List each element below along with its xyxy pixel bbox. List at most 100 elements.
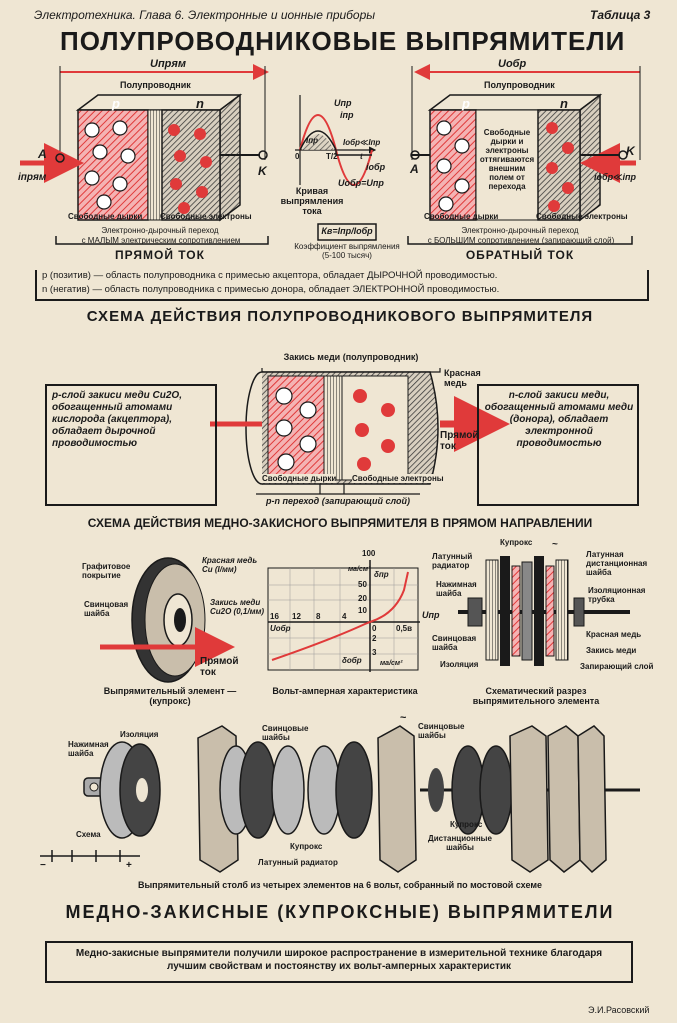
curve-caption: Кривая выпрямления тока [280,186,344,216]
forward-p-label: p [112,96,120,111]
curve-upr-label: Uпр [334,98,352,108]
graph-caption: Вольт-амперная характеристика [272,686,418,696]
graph-y-tick: 50 [358,580,367,589]
forward-holes-label: Свободные дырки [68,212,143,221]
curve-ipr-label: iпр [340,110,354,120]
section-blocking: Запирающий слой [580,662,654,671]
section-brass-spacer: Латунная дистанционная шайба [586,550,648,577]
graph-ma-cm2-bottom: ма/см² [380,660,403,667]
graph-top-100: 100 [362,549,376,558]
stack-press-washer: Нажимная шайба [68,740,109,758]
section-lead-washer: Свинцовая шайба [432,634,477,652]
stack-minus: − [40,860,46,871]
coef-line1: Коэффициент выпрямления [294,242,400,251]
scheme1-title: СХЕМА ДЕЙСТВИЯ ПОЛУПРОВОДНИКОВОГО ВЫПРЯМ… [86,308,594,325]
graph-y-tick: 2 [372,634,377,643]
bottom-title: МЕДНО-ЗАКИСНЫЕ (КУПРОКСНЫЕ) ВЫПРЯМИТЕЛИ [65,902,615,922]
reverse-block [407,64,641,245]
graph-y-tick: 10 [358,606,367,615]
curve-iobr-ll-label: Iобр≪Iпр [343,138,381,147]
stack-tilde: ~ [400,712,407,724]
section-kuprox: Купрокс [500,538,533,547]
section-drawing [458,556,630,666]
section-brass-radiator: Латунный радиатор [432,552,473,570]
forward-voltage-label: Uпрям [150,58,186,70]
stack-spacer: Дистанционные шайбы [428,834,492,852]
legend-n: n (негатив) — область полупроводника с п… [42,284,500,295]
page-title: ПОЛУПРОВОДНИКОВЫЕ ВЫПРЯМИТЕЛИ [60,26,626,56]
graph-x-tick: 0 [372,624,377,633]
forward-junction-line2: с МАЛЫМ электрическим сопротивлением [81,236,241,245]
section-press-washer: Нажимная шайба [436,580,477,598]
reverse-semiconductor-label: Полупроводник [484,80,555,90]
section-insulation: Изоляция [440,660,479,669]
reverse-electrons-label: Свободные электроны [536,212,628,221]
cuprox-disc [100,557,235,683]
scheme2-title: СХЕМА ДЕЙСТВИЯ МЕДНО-ЗАКИСНОГО ВЫПРЯМИТЕ… [87,516,593,530]
reverse-holes-label: Свободные дырки [424,212,499,221]
scheme1-pn: p-n переход (запирающий слой) [266,496,410,506]
footer-note: Медно-закисные выпрямители получили широ… [75,948,603,972]
rectification-curve [295,95,377,186]
graph-delta-obr: δобр [342,656,362,665]
curve-Ipr-label: Iпр [306,136,318,145]
element-red-copper: Красная медь Cu (I/мм) [202,556,258,574]
element-graphite: Графитовое покрытие [82,562,131,580]
reverse-current-label: iобр≪iпр [594,172,636,182]
forward-electrons-label: Свободные электроны [160,212,252,221]
scheme1-forward: Прямой ток [440,430,479,452]
author-signature: Э.И.Расовский [588,1005,650,1015]
reverse-voltage-label: Uобр [498,58,527,70]
stack-lead-washers-1: Свинцовые шайбы [262,724,309,742]
reverse-junction-line1: Электронно-дырочный переход [461,226,579,235]
reverse-terminal-a: A [410,162,419,176]
element-lead: Свинцовая шайба [84,600,129,618]
section-red-copper: Красная медь [586,630,642,639]
scheme1-red-copper: Красная медь [444,368,481,388]
graph-x-tick: 12 [292,612,301,621]
scheme1-right-text: n-слой закиси меди, обогащенный атомами … [484,390,634,449]
vi-graph [267,560,420,672]
scheme1-holes: Свободные дырки [262,474,337,483]
coef-line2: (5-100 тысяч) [322,251,372,260]
graph-y-tick: 20 [358,594,367,603]
stack-brass-radiator: Латунный радиатор [258,858,338,867]
forward-n-label: n [196,96,204,111]
stack-insulation: Изоляция [120,730,159,739]
section-caption: Схематический разрез выпрямительного эле… [472,686,600,706]
curve-uobr-label: Uобр=Uпр [338,178,384,188]
scheme1-electrons: Свободные электроны [352,474,444,483]
curve-half-t: T/2 [326,152,338,161]
stack-kuprox-2: Купрокс [450,820,483,829]
graph-x-tick: 8 [316,612,321,621]
stack-plus: + [126,860,132,871]
forward-junction-line1: Электронно-дырочный переход [101,226,219,235]
header-left: Электротехника. Глава 6. Электронные и и… [34,8,376,22]
scheme1-top-label: Закись меди (полупроводник) [283,352,419,362]
section-tilde: ~ [552,539,558,550]
graph-y-tick: 3 [372,648,377,657]
rectification-formula: Кв=Iпр/Iобр [321,226,373,236]
reverse-inner-text: Свободные дырки и электроны оттягиваются… [479,128,535,191]
graph-x-tick: 4 [342,612,347,621]
element-oxide: Закись меди Cu2O (0,1/мм) [210,598,265,616]
reverse-terminal-k: K [626,144,635,158]
forward-caption: ПРЯМОЙ ТОК [115,248,205,262]
scheme1-left-text: p-слой закиси меди Cu2O, обогащенный ато… [52,390,182,449]
section-copper-oxide: Закись меди [586,646,637,655]
graph-u-pr: Uпр [422,610,440,620]
curve-zero: 0 [295,152,300,161]
graph-delta-pr: δпр [374,570,389,579]
graph-ma-cm2: ма/см² [348,566,371,573]
curve-t: t [360,152,363,161]
stack-kuprox-1: Купрокс [290,842,323,851]
stack-lead-washers-2: Свинцовые шайбы [418,722,465,740]
scheme1-graphics [210,368,510,495]
reverse-caption: ОБРАТНЫЙ ТОК [465,248,575,262]
reverse-junction-line2: с БОЛЬШИМ сопротивлением (запирающий сло… [427,236,615,245]
forward-terminal-k: K [258,164,267,178]
element-forward: Прямой ток [200,656,239,678]
reverse-n-label: n [560,96,568,111]
graph-u-obr: Uобр [270,624,291,633]
